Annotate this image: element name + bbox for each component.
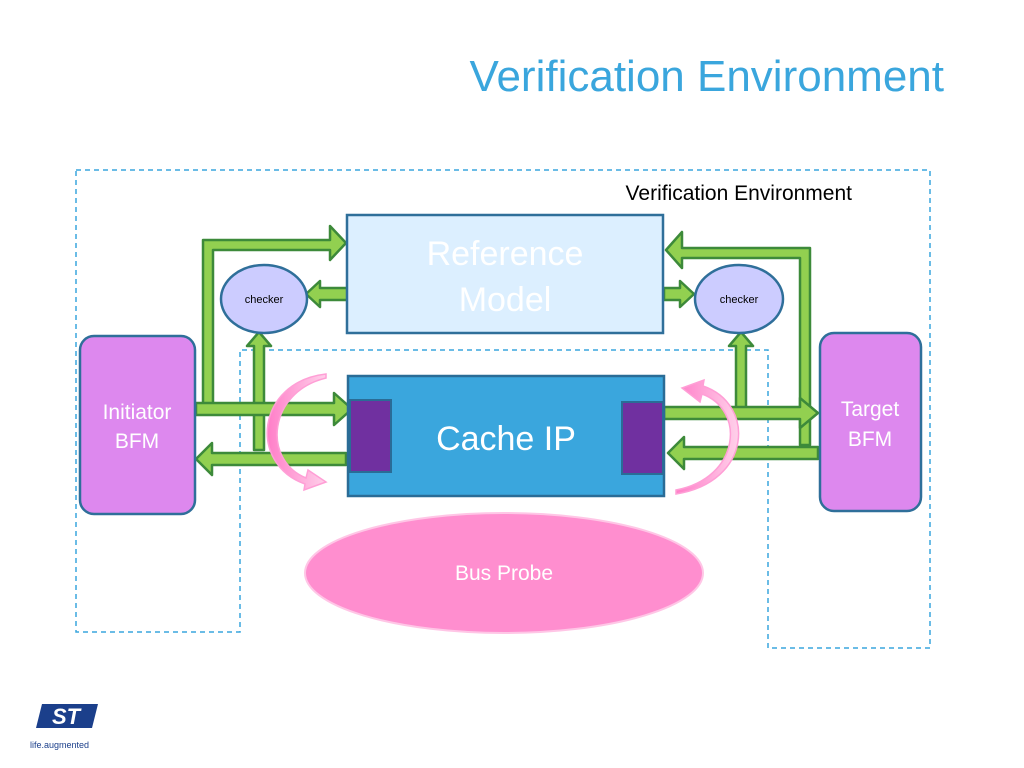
model-to-checker-right-arrow — [662, 279, 696, 309]
cache-to-target-arrow — [662, 396, 820, 430]
environment-label: Verification Environment — [626, 182, 853, 205]
cache-ip-label: Cache IP — [436, 420, 576, 458]
st-logo-tagline: life.augmented — [30, 740, 90, 750]
model-to-checker-left-arrow — [304, 279, 350, 309]
probe-to-checker-left-arrow — [245, 330, 273, 452]
reference-model-block[interactable]: Reference Model — [345, 213, 665, 335]
target-bfm-label-line1: Target — [841, 398, 900, 421]
initiator-bfm-label-line1: Initiator — [103, 401, 172, 424]
bus-probe-label: Bus Probe — [455, 562, 553, 585]
probe-arrow-left — [266, 373, 328, 492]
feed-arrow-left — [201, 224, 348, 407]
target-to-cache-arrow — [666, 435, 820, 471]
checker-left-label: checker — [245, 294, 284, 306]
reference-model-label-line2: Model — [459, 281, 552, 319]
reference-model-label-line1: Reference — [427, 235, 584, 273]
feed-arrow-right — [664, 230, 812, 447]
slide-title: Verification Environment — [469, 52, 944, 101]
initiator-bfm-block[interactable]: Initiator BFM — [78, 334, 197, 516]
environment-boundary — [75, 169, 931, 649]
cache-ip-block[interactable]: Cache IP — [346, 374, 666, 498]
target-bfm-block[interactable]: Target BFM — [818, 331, 923, 513]
cache-to-initiator-arrow — [194, 441, 348, 477]
cache-ip-port-right — [621, 401, 664, 475]
st-logo-brand: ST — [52, 704, 82, 729]
st-logo: ST — [36, 704, 98, 729]
probe-arrow-right — [675, 378, 740, 495]
checker-left[interactable]: checker — [219, 263, 309, 335]
bus-probe[interactable]: Bus Probe — [304, 512, 704, 634]
target-bfm-label-line2: BFM — [848, 428, 892, 451]
initiator-bfm-label-line2: BFM — [115, 430, 159, 453]
checker-right[interactable]: checker — [693, 263, 785, 335]
probe-to-checker-right-arrow — [727, 330, 755, 412]
checker-right-label: checker — [720, 294, 759, 306]
cache-ip-port-left — [349, 399, 392, 473]
